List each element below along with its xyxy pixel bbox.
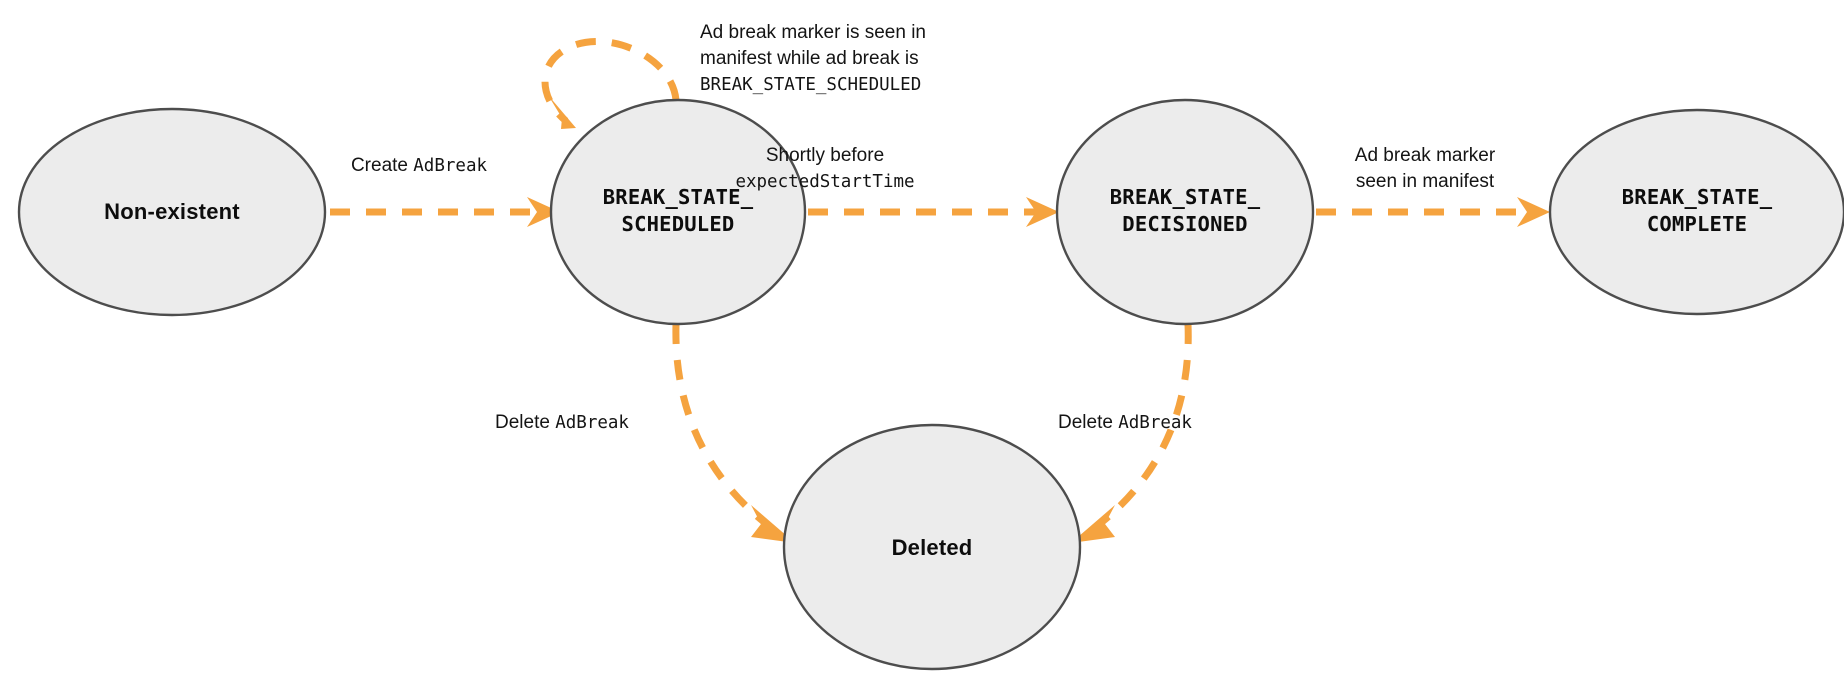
node-break-state-decisioned[interactable] [1055,98,1315,326]
edge-self-loop-scheduled[interactable] [541,38,680,129]
edge-marker-seen-in-manifest[interactable] [1316,197,1550,227]
edge-delete-from-scheduled[interactable] [672,323,795,543]
edge-delete-from-decisioned[interactable] [1071,323,1192,543]
nodes-layer [17,98,1844,671]
edge-shortly-before[interactable] [808,197,1059,227]
node-break-state-complete[interactable] [1548,108,1844,316]
node-deleted[interactable] [782,423,1082,671]
edges-layer [330,38,1550,543]
edge-create-adbreak[interactable] [330,197,560,227]
node-non-existent[interactable] [17,107,327,317]
node-break-state-scheduled[interactable] [549,98,807,326]
